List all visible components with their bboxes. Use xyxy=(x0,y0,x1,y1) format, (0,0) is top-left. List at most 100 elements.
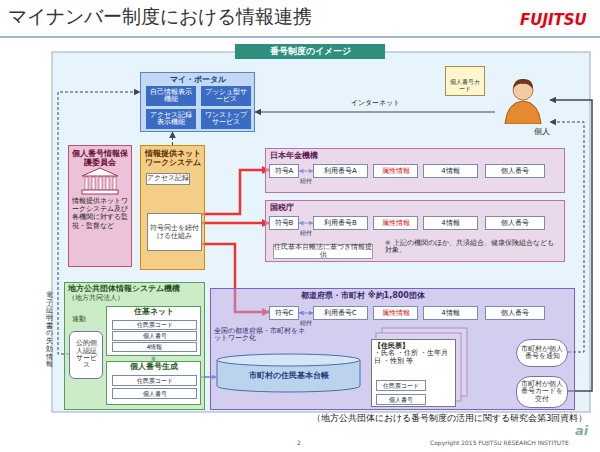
node-text: 4情報 xyxy=(441,167,459,175)
company-logo: FUJITSU xyxy=(520,12,587,29)
function-box: アクセス記録表示機能 xyxy=(146,109,196,129)
node-text: 属性情報 xyxy=(382,167,410,175)
temple-column xyxy=(92,177,95,190)
title-rule xyxy=(0,36,600,38)
vertical-note: 電子証明書の失効情報 xyxy=(46,292,53,369)
function-box: 自己情報表示機能 xyxy=(146,86,196,106)
body-text: 情報提供ネットワークシステム及び各機関に対する監視・監督など xyxy=(72,197,128,229)
node-text: 国税庁 xyxy=(266,201,564,214)
node-text: 日本年金機構 xyxy=(266,149,564,162)
system-box: 住基ネット住民票コード個人番号 4情報 xyxy=(106,306,201,356)
edge-label: 紐付 xyxy=(299,230,313,237)
node-text: 個人番号 xyxy=(501,309,529,317)
body-text: （地方共同法人） xyxy=(68,294,201,302)
node-text: 番号制度のイメージ xyxy=(235,44,385,59)
network-box: 情報提供ネットワークシステムアクセス記録符号同士を紐付ける仕組み xyxy=(140,145,205,270)
node-text: 市町村が個人番号カードを交付 xyxy=(520,381,564,403)
rounded-box: 公的個人認証サービス xyxy=(69,331,103,379)
person-body xyxy=(505,101,541,124)
node-text: 個人番号 xyxy=(143,391,167,397)
node-text: 個人番号カード xyxy=(448,79,482,93)
temple-column xyxy=(106,177,109,190)
connector-line xyxy=(202,170,269,214)
data-cell: 4情報 xyxy=(423,164,478,178)
data-cell: 個人番号 xyxy=(485,216,545,230)
system-box: 個人番号生成住民票コード個人番号 xyxy=(106,361,201,405)
node-text: 住民票コード xyxy=(137,322,173,328)
data-cell: 符号A xyxy=(269,164,299,178)
source-caption: （地方公共団体における番号制度の活用に関する研究会第3回資料） xyxy=(312,414,587,424)
node-text: 4情報 xyxy=(441,309,459,317)
node-text: プッシュ型サービス xyxy=(202,89,250,104)
annotation: 連動 xyxy=(72,316,86,323)
node-text: 符号B xyxy=(275,219,294,227)
data-cell: 住民票コード xyxy=(376,380,426,391)
data-cell: 属性情報 xyxy=(373,306,418,320)
temple-column xyxy=(113,177,116,190)
data-cell: 利用番号C xyxy=(313,306,368,320)
node-text: 利用番号C xyxy=(324,309,357,317)
edge-label: 紐付 xyxy=(299,178,313,185)
node-text: 属性情報 xyxy=(382,219,410,227)
data-cell: 符号C xyxy=(269,306,299,320)
node-text: 【住民票】 xyxy=(374,342,453,350)
agency-box: 日本年金機構符号A利用番号A属性情報4情報個人番号 xyxy=(265,148,565,193)
node-text: ワンストップサービス xyxy=(202,112,250,127)
node-text: 住基ネット xyxy=(107,307,200,317)
node-text: 利用番号B xyxy=(324,219,357,227)
data-cell: 個人番号 xyxy=(376,394,426,405)
node-text: 市町村が個人番号を通知 xyxy=(520,346,564,361)
data-cell: 住民票コード xyxy=(112,320,197,330)
organization-box: 地方公共団体情報システム機構（地方共同法人）住基ネット住民票コード個人番号4情報… xyxy=(64,282,205,410)
node-text: 個人番号 xyxy=(389,397,413,403)
rounded-box: 市町村が個人番号カードを交付 xyxy=(516,376,568,408)
node-text: 4情報 xyxy=(147,344,163,350)
edge-label: 紐付 xyxy=(299,320,313,327)
node-text: 市町村の住民基本台帳 xyxy=(249,371,329,380)
cylinder-top xyxy=(217,354,360,366)
page-title: マイナンバー制度における情報連携 xyxy=(8,6,312,28)
node-text: 符号C xyxy=(275,309,294,317)
temple-base xyxy=(82,190,118,194)
person-figure: 個人 xyxy=(495,74,550,136)
diagram-panel xyxy=(52,52,590,412)
node-text: 個人番号 xyxy=(501,167,529,175)
copyright: Copyright 2015 FUJITSU RESEARCH INSTITUT… xyxy=(430,440,569,447)
node-text: 個人番号 xyxy=(501,219,529,227)
rounded-box: 市町村が個人番号を通知 xyxy=(516,339,568,367)
card-icon: 個人番号カード xyxy=(445,66,485,96)
document-box: 【住民票】・氏名 ・住所 ・生年月日 ・性別 等住民票コード個人番号 xyxy=(371,339,456,407)
node-text: 4情報 xyxy=(441,219,459,227)
data-cell: 符号B xyxy=(269,216,299,230)
temple-column xyxy=(99,177,102,190)
function-box: プッシュ型サービス xyxy=(201,86,251,106)
edge-label: インターネット xyxy=(350,99,401,107)
connector-line xyxy=(202,222,269,225)
process-box: 符号同士を紐付ける仕組み xyxy=(147,213,202,251)
temple-column xyxy=(85,177,88,190)
annotation: 全国の都道府県・市町村をネットワーク化 xyxy=(214,328,306,343)
node-text: 個人番号生成 xyxy=(107,362,200,372)
connector-line xyxy=(255,111,495,112)
body-text: ・氏名 ・住所 ・生年月日 ・性別 等 xyxy=(374,350,453,365)
node-text: 属性情報 xyxy=(382,309,410,317)
data-cell: 属性情報 xyxy=(373,216,418,230)
person-icon xyxy=(495,74,550,124)
node-text: 住民基本台帳法に基づき情報提供 xyxy=(274,244,372,259)
connector-line xyxy=(172,132,173,145)
committee-box: 個人番号情報保護委員会情報提供ネットワークシステム及び各機関に対する監視・監督な… xyxy=(68,145,132,267)
temple-roof xyxy=(82,168,118,176)
node-text: 地方公共団体情報システム機構 xyxy=(68,285,201,294)
footnote: ※ 上記の機関のほか、共済組合、健康保険組合なども対象。 xyxy=(385,240,560,255)
data-cell: 個人番号 xyxy=(112,331,197,341)
node-text: 情報提供ネットワークシステム xyxy=(144,149,201,167)
data-cell: 個人番号 xyxy=(485,164,545,178)
portal-box: マイ・ポータル自己情報表示機能プッシュ型サービスアクセス記録表示機能ワンストップ… xyxy=(140,72,255,132)
watermark: ai xyxy=(575,424,588,439)
node-text: アクセス記録 xyxy=(147,175,189,182)
database-cylinder: 市町村の住民基本台帳 xyxy=(216,353,361,393)
data-cell: 4情報 xyxy=(112,342,197,352)
page-number: 2 xyxy=(297,440,301,447)
node-text: 住民票コード xyxy=(383,383,419,389)
